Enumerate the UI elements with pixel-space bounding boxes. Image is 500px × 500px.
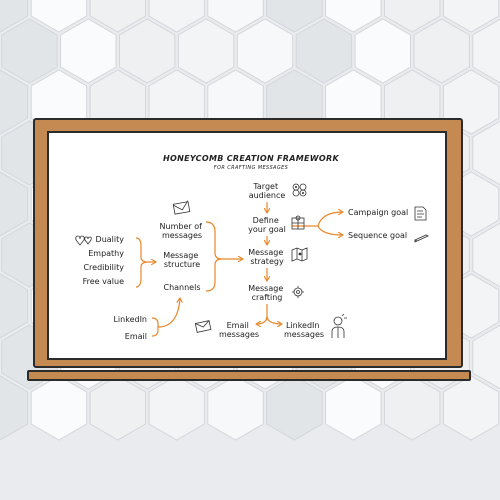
node-linkedin-messages: LinkedIn messages [284,321,324,339]
node-channels: Channels [163,283,200,292]
node-credibility: Credibility [83,263,124,272]
node-empathy: Empathy [88,249,124,258]
node-duality: Duality [96,235,125,244]
hexagon-tile [266,0,323,33]
hexagon-tile [354,18,411,84]
whiteboard [47,131,447,360]
arrow-to-linkedin-messages [266,315,282,324]
brace-principles [135,237,149,288]
hexagon-tile [472,324,500,390]
hexagon-tile [384,0,441,33]
diagram-title: HONEYCOMB CREATION FRAMEWORK [163,154,339,163]
node-define-goal: Define your goal [248,216,286,234]
node-free-value: Free value [83,277,124,286]
hexagon-tile [0,69,29,135]
gear-icon [292,286,304,298]
hearts-icon [75,235,92,246]
cogs-icon [292,183,307,197]
hexagon-tile [442,0,500,33]
pen-icon [414,234,429,243]
whiteboard-tray [27,370,471,381]
hexagon-tile [236,18,294,84]
arrow-to-campaign-goal [317,212,343,227]
node-sequence-goal: Sequence goal [348,231,407,240]
hexagon-tile [30,0,88,33]
hexagon-tile [442,375,500,441]
node-email: Email [125,332,147,341]
arrow-to-email-messages [256,304,268,324]
envelope-icon [194,320,212,333]
document-icon [414,206,427,221]
hexagon-tile [0,0,29,33]
hexagon-tile [148,0,205,33]
hexagon-tile [413,18,470,84]
hexagon-tile [0,171,29,237]
arrow-inputs-to-channels [157,298,180,328]
hexagon-tile [119,18,176,84]
puzzle-icon [291,215,305,230]
hexagon-tile [207,0,264,33]
node-linkedin: LinkedIn [113,315,147,324]
node-email-messages: Email messages [219,321,259,339]
hexagon-tile [0,273,29,339]
person-icon [331,313,347,338]
hexagon-tile [60,18,117,84]
node-message-structure: Message structure [163,251,201,269]
mail-icon [172,200,191,215]
hexagon-tile [0,375,29,441]
brace-left-cluster [205,221,223,292]
node-campaign-goal: Campaign goal [348,208,408,217]
hexagon-tile [472,18,500,84]
diagram-subtitle: FOR CRAFTING MESSAGES [214,165,289,171]
hexagon-tile [1,18,58,84]
node-message-strategy: Message strategy [248,248,286,266]
arrow-to-sequence-goal [317,225,343,235]
hexagon-tile [472,120,500,186]
hexagon-tile [89,0,146,33]
node-message-crafting: Message crafting [248,284,286,302]
node-target-audience: Target audience [249,182,286,200]
hexagon-tile [295,18,353,84]
hexagon-tile [177,18,235,84]
hexagon-tile [325,0,382,33]
map-icon [291,247,308,262]
hexagon-tile [472,222,500,288]
brace-channels-inputs [151,317,159,337]
node-number-of-messages: Number of messages [160,222,205,240]
